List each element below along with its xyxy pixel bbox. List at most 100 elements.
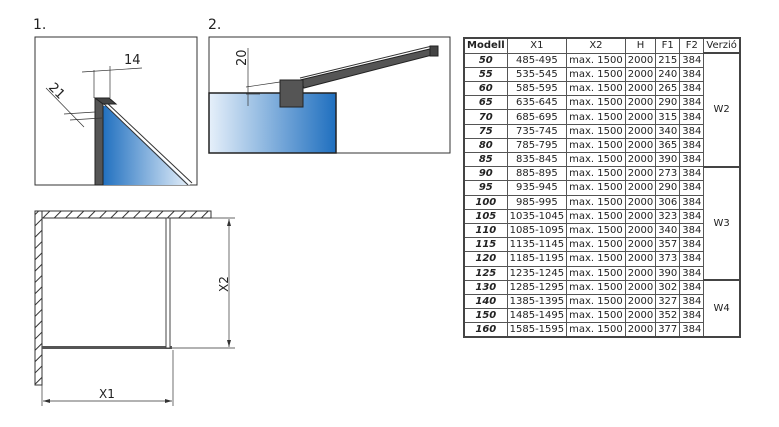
table-cell: 384	[679, 308, 705, 324]
column-header: F2	[679, 37, 705, 54]
table-cell: 290	[655, 95, 681, 111]
column-header: H	[624, 37, 657, 54]
model-cell: 130	[463, 279, 508, 295]
column-header: X2	[566, 37, 626, 54]
model-cell: 160	[463, 322, 508, 338]
table-cell: 2000	[624, 66, 657, 83]
column-header: Modell	[463, 37, 508, 54]
model-cell: 125	[463, 265, 508, 281]
table-cell: max. 1500	[566, 308, 626, 324]
table-cell: 384	[679, 123, 705, 139]
table-cell: max. 1500	[566, 66, 626, 83]
table-cell: max. 1500	[566, 151, 626, 168]
table-cell: max. 1500	[566, 166, 626, 182]
table-cell: 273	[655, 166, 681, 182]
table-cell: 1085-1095	[506, 222, 568, 239]
table-cell: 265	[655, 81, 681, 97]
table-cell: 384	[679, 293, 705, 310]
table-cell: max. 1500	[566, 81, 626, 97]
table-cell: 2000	[624, 151, 657, 168]
table-cell: 1385-1395	[506, 293, 568, 310]
table-cell: 2000	[624, 265, 657, 281]
table-cell: 1485-1495	[506, 308, 568, 324]
table-cell: 352	[655, 308, 681, 324]
model-cell: 90	[463, 166, 508, 182]
table-cell: 2000	[624, 208, 657, 224]
table-cell: 384	[679, 265, 705, 281]
detail-1-profile: 14 21	[34, 36, 198, 186]
table-cell: max. 1500	[566, 180, 626, 196]
model-cell: 80	[463, 137, 508, 154]
table-cell: 1185-1195	[506, 251, 568, 267]
table-cell: 985-995	[506, 194, 568, 210]
table-cell: 2000	[624, 137, 657, 154]
diagram1-label: 1.	[33, 17, 47, 33]
model-cell: 85	[463, 151, 508, 168]
table-cell: 735-745	[506, 123, 568, 139]
table-cell: max. 1500	[566, 52, 626, 68]
model-cell: 115	[463, 237, 508, 253]
table-cell: 1135-1145	[506, 237, 568, 253]
table-cell: 384	[679, 81, 705, 97]
table-cell: 2000	[624, 166, 657, 182]
table-cell: max. 1500	[566, 237, 626, 253]
table-cell: 384	[679, 137, 705, 154]
table-cell: 835-845	[506, 151, 568, 168]
dim-x2: X2	[217, 276, 231, 292]
table-cell: 377	[655, 322, 681, 338]
table-cell: 1235-1245	[506, 265, 568, 281]
table-cell: max. 1500	[566, 123, 626, 139]
table-cell: 373	[655, 251, 681, 267]
table-cell: max. 1500	[566, 194, 626, 210]
table-cell: max. 1500	[566, 293, 626, 310]
model-cell: 150	[463, 308, 508, 324]
model-cell: 75	[463, 123, 508, 139]
table-cell: 635-645	[506, 95, 568, 111]
model-cell: 55	[463, 66, 508, 83]
column-header: Verzió	[703, 37, 741, 54]
table-cell: 384	[679, 222, 705, 239]
table-cell: 384	[679, 166, 705, 182]
table-cell: 240	[655, 66, 681, 83]
model-cell: 70	[463, 109, 508, 125]
table-cell: 384	[679, 237, 705, 253]
version-cell: W2	[703, 52, 741, 168]
table-cell: 384	[679, 194, 705, 210]
table-cell: 340	[655, 222, 681, 239]
model-cell: 60	[463, 81, 508, 97]
model-cell: 120	[463, 251, 508, 267]
version-cell: W4	[703, 279, 741, 338]
table-cell: max. 1500	[566, 109, 626, 125]
table-cell: 2000	[624, 95, 657, 111]
table-cell: 384	[679, 251, 705, 267]
model-cell: 100	[463, 194, 508, 210]
table-cell: 2000	[624, 52, 657, 68]
table-cell: 384	[679, 279, 705, 295]
model-cell: 95	[463, 180, 508, 196]
model-cell: 105	[463, 208, 508, 224]
version-cell: W3	[703, 165, 741, 281]
table-cell: max. 1500	[566, 251, 626, 267]
table-cell: 2000	[624, 81, 657, 97]
model-cell: 65	[463, 95, 508, 111]
column-header: F1	[655, 37, 681, 54]
table-cell: 215	[655, 52, 681, 68]
column-header: X1	[506, 37, 568, 54]
table-cell: 340	[655, 123, 681, 139]
table-cell: 384	[679, 66, 705, 83]
table-cell: 935-945	[506, 180, 568, 196]
table-cell: 384	[679, 52, 705, 68]
